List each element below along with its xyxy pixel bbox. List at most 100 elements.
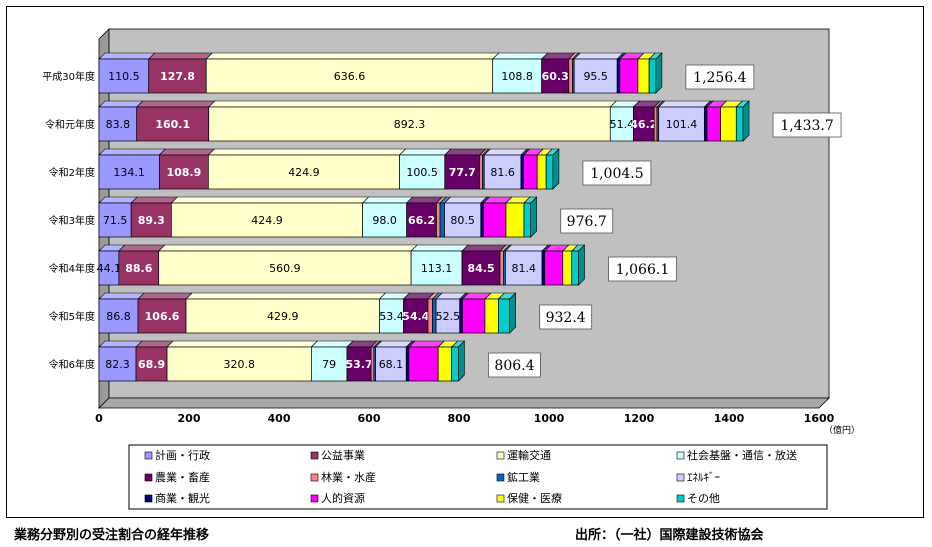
bar-segment-top <box>310 340 354 348</box>
bar-segment <box>427 298 433 334</box>
bar-segment-top <box>483 148 528 156</box>
data-label: 81.6 <box>490 166 515 179</box>
data-label: 68.9 <box>138 358 165 371</box>
bar-segment <box>451 346 459 382</box>
bar-segment <box>568 58 573 94</box>
data-label: 79 <box>322 358 336 371</box>
x-tick-label: 400 <box>268 412 291 425</box>
category-label: 令和5年度 <box>49 310 95 323</box>
data-label: 429.9 <box>267 310 299 323</box>
data-label: 88.6 <box>125 262 152 275</box>
bar-segment <box>480 202 484 238</box>
category-label: 令和4年度 <box>49 262 95 275</box>
bar-segment <box>137 298 187 334</box>
bar-end-face <box>509 292 516 334</box>
bar-segment <box>208 154 400 190</box>
data-label: 98.0 <box>372 214 397 227</box>
legend-swatch <box>676 451 685 460</box>
data-label: 892.3 <box>394 118 426 131</box>
data-label: 106.6 <box>145 310 180 323</box>
bar-segment <box>439 202 445 238</box>
bar-segment <box>410 250 463 286</box>
legend-label: 林業・水産 <box>321 470 376 484</box>
bar-segment <box>571 250 579 286</box>
bar-segment <box>648 58 657 94</box>
legend-label: 人的資源 <box>321 491 365 505</box>
bar-segment <box>444 202 482 238</box>
bar-segment-top <box>573 52 624 60</box>
data-label: 113.1 <box>421 262 453 275</box>
data-label: 320.8 <box>223 358 255 371</box>
bar-segment-top <box>98 52 156 60</box>
bar-segment-top <box>205 52 500 60</box>
bar-segment <box>499 250 504 286</box>
data-label: 54.4 <box>402 310 429 323</box>
bar-segment-top <box>158 148 216 156</box>
total-label-box <box>772 112 842 138</box>
category-label: 令和6年度 <box>49 358 95 371</box>
legend-swatch <box>496 494 505 503</box>
legend-label: 保健・医療 <box>507 491 562 505</box>
data-label: 53.4 <box>379 310 404 323</box>
bar-segment-top <box>170 196 370 204</box>
total-label-box <box>608 256 677 282</box>
bar-segment-top <box>207 148 407 156</box>
legend-swatch <box>144 473 153 482</box>
data-label: 80.5 <box>450 214 475 227</box>
bar-segment <box>98 202 132 238</box>
bar-segment <box>619 58 639 94</box>
bar-segment-top <box>118 244 166 252</box>
chart-caption-source: 出所：（一社）国際建設技術協会 <box>575 528 764 543</box>
data-label: 108.9 <box>166 166 201 179</box>
total-label-box <box>539 304 593 330</box>
data-label: 53.7 <box>345 358 372 371</box>
bar-segment <box>408 346 439 382</box>
legend-swatch <box>496 451 505 460</box>
bar-segment <box>166 346 312 382</box>
legend-swatch <box>310 451 319 460</box>
total-label: 932.4 <box>546 310 586 326</box>
chart-caption-title: 業務分野別の受注割合の経年推移 <box>14 528 210 543</box>
bar-segment <box>536 154 547 190</box>
legend-swatch <box>496 473 505 482</box>
bar-segment <box>616 58 621 94</box>
data-label: 560.9 <box>269 262 301 275</box>
bar-segment <box>520 154 525 190</box>
bar-segment <box>98 346 137 382</box>
bar-segment-top <box>657 100 712 108</box>
bar-segment-top <box>398 148 452 156</box>
bar-segment <box>98 106 138 142</box>
bar-segment <box>545 154 554 190</box>
bar-segment-top <box>443 196 488 204</box>
bar-end-face <box>458 340 465 382</box>
x-tick-label: 200 <box>178 412 201 425</box>
data-label: 134.1 <box>113 166 145 179</box>
bar-segment-top <box>130 196 179 204</box>
bar-segment <box>720 106 737 142</box>
bar-segment <box>541 250 546 286</box>
bar-segment <box>653 106 658 142</box>
legend-swatch <box>676 494 685 503</box>
bar-segment <box>136 106 210 142</box>
category-label: 平成30年度 <box>42 70 95 83</box>
bar-segment-top <box>361 196 414 204</box>
category-label: 令和2年度 <box>49 166 95 179</box>
bar-segment <box>98 298 139 334</box>
x-tick-label: 600 <box>358 412 381 425</box>
bar-end-face <box>530 196 538 238</box>
bar-segment-top <box>410 244 469 252</box>
bar-segment <box>484 298 499 334</box>
data-label: 77.7 <box>449 166 476 179</box>
total-label: 976.7 <box>567 214 607 230</box>
bar-segment-top <box>208 100 618 108</box>
bar-segment <box>544 250 564 286</box>
bar-segment-top <box>157 244 418 252</box>
data-label: 46.2 <box>630 118 657 131</box>
bar-segment <box>573 58 618 94</box>
legend-label: 計画・行政 <box>155 448 210 462</box>
bar-segment <box>483 202 507 238</box>
bar-segment <box>498 298 511 334</box>
x-tick-label: 1600 <box>804 412 835 425</box>
legend-swatch <box>676 473 685 482</box>
